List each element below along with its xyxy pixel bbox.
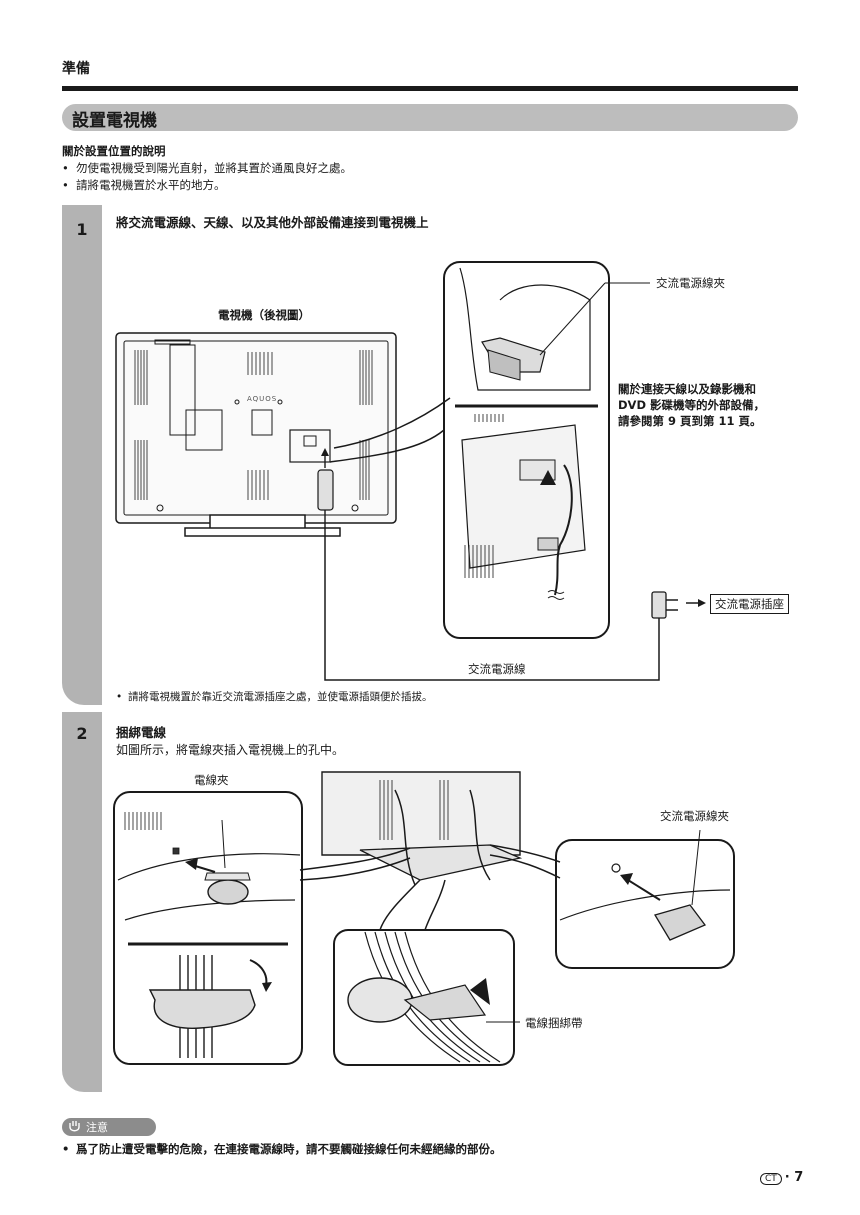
hand-caution-icon <box>69 1121 80 1132</box>
clip-detail-panel <box>443 261 610 639</box>
tv-back-label: 電視機（後視圖） <box>218 308 310 322</box>
page-title: 設置電視機 <box>72 111 157 131</box>
ac-clip-label-2: 交流電源線夾 <box>660 809 729 823</box>
ac-cord-label: 交流電源線 <box>468 662 526 676</box>
title-bar <box>62 104 798 131</box>
outlet-plug-illustration <box>651 591 706 640</box>
cable-clip-label: 電線夾 <box>194 773 229 787</box>
tv-back-illustration <box>115 332 397 537</box>
step-2-number: 2 <box>76 724 88 743</box>
top-rule <box>62 86 798 91</box>
ac-clip-label: 交流電源線夾 <box>656 276 725 290</box>
caution-pill <box>62 1118 156 1136</box>
tv-stand-illustration <box>321 771 523 886</box>
page-number: CT· 7 <box>760 1170 803 1185</box>
section-heading: 準備 <box>62 61 90 77</box>
reference-line-3: 請參閱第 9 頁到第 11 頁。 <box>618 414 762 428</box>
step-1-note: •請將電視機置於靠近交流電源插座之處，並使電源插頭便於插拔。 <box>116 691 433 703</box>
placement-bullet-1: •勿使電視機受到陽光直射，並將其置於通風良好之處。 <box>62 161 352 175</box>
caution-label: 注意 <box>86 1121 108 1134</box>
cable-tie-label: 電線捆綁帶 <box>525 1016 583 1030</box>
step-2-text: 如圖所示，將電線夾插入電視機上的孔中。 <box>116 743 345 757</box>
tv-brand-logo: AQUOS <box>247 395 278 403</box>
language-mark: CT <box>760 1173 782 1185</box>
reference-line-1: 關於連接天線以及錄影機和 <box>618 382 756 396</box>
reference-line-2: DVD 影碟機等的外部設備， <box>618 398 765 412</box>
caution-text: •爲了防止遭受電擊的危險，在連接電源線時，請不要觸碰接線任何未經絕緣的部份。 <box>62 1142 502 1156</box>
cable-clip-panel <box>113 791 303 1065</box>
ac-cord-line <box>324 535 660 681</box>
step-2-band <box>62 712 102 1092</box>
ac-clip-panel <box>555 829 735 969</box>
step-1-band <box>62 205 102 705</box>
step-2-title: 捆綁電線 <box>116 725 167 740</box>
step-1-number: 1 <box>76 220 88 239</box>
ac-outlet-label: 交流電源插座 <box>710 594 789 614</box>
placement-bullet-2: •請將電視機置於水平的地方。 <box>62 178 226 192</box>
step-1-title: 將交流電源線、天線、以及其他外部設備連接到電視機上 <box>116 215 429 230</box>
placement-heading: 關於設置位置的說明 <box>62 144 166 158</box>
cable-tie-panel <box>333 929 520 1066</box>
